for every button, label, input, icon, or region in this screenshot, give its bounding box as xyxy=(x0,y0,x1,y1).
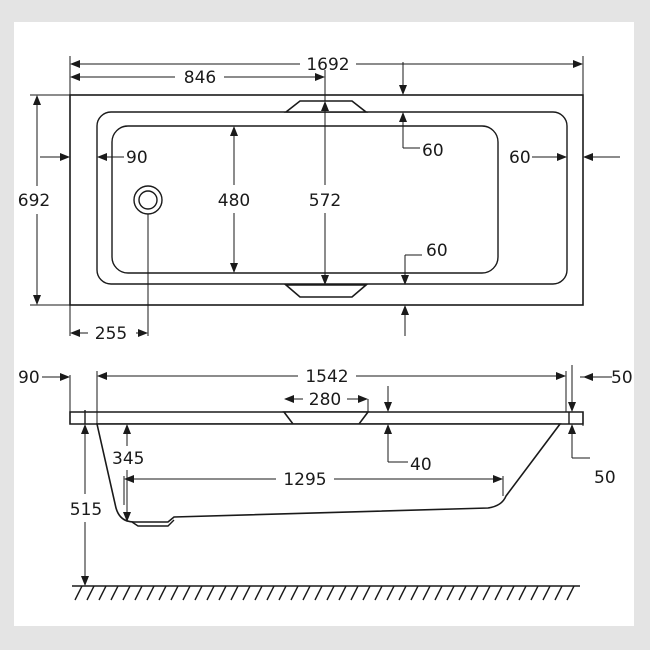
hatch-mark xyxy=(422,586,431,601)
hatch-mark xyxy=(266,586,275,601)
hatch-mark xyxy=(182,586,191,601)
dim-overall-length: 1692 xyxy=(306,55,349,75)
hatch-mark xyxy=(194,586,203,601)
handle-top xyxy=(283,100,369,113)
side-view: 90 1542 50 280 40 50 345 xyxy=(18,365,633,601)
hatch-mark xyxy=(362,586,371,601)
hatch-mark xyxy=(374,586,383,601)
hatch-mark xyxy=(386,586,395,601)
hatch-mark xyxy=(122,586,131,601)
dim-end-wall: 60 xyxy=(509,148,531,168)
hatch-mark xyxy=(566,586,575,601)
hatch-mark xyxy=(338,586,347,601)
hatch-mark xyxy=(530,586,539,601)
hatch-mark xyxy=(482,586,491,601)
hatch-mark xyxy=(134,586,143,601)
dim-inner-depth: 345 xyxy=(112,449,144,469)
hatch-mark xyxy=(110,586,119,601)
hatch-mark xyxy=(434,586,443,601)
hatch-mark xyxy=(326,586,335,601)
dim-rim-right: 50 xyxy=(611,368,633,388)
hatch-mark xyxy=(494,586,503,601)
side-foot xyxy=(131,519,175,527)
hatch-mark xyxy=(554,586,563,601)
hatch-mark xyxy=(410,586,419,601)
hatch-mark xyxy=(314,586,323,601)
dim-floor-length: 1295 xyxy=(283,470,326,490)
dim-rim-left: 90 xyxy=(18,368,40,388)
hatch-mark xyxy=(470,586,479,601)
hatch-mark xyxy=(518,586,527,601)
hatch-mark xyxy=(242,586,251,601)
hatch-mark xyxy=(98,586,107,601)
dim-inner-length: 1542 xyxy=(305,367,348,387)
handle-bottom xyxy=(283,284,369,298)
dim-overall-height: 515 xyxy=(70,500,102,520)
hatch-mark xyxy=(254,586,263,601)
dim-handle-length: 280 xyxy=(309,390,341,410)
ground-hatch xyxy=(72,585,580,601)
hatch-mark xyxy=(398,586,407,601)
hatch-mark xyxy=(86,586,95,601)
hatch-mark xyxy=(206,586,215,601)
dim-half-length: 846 xyxy=(184,68,216,88)
hatch-mark xyxy=(278,586,287,601)
dim-top-wall: 60 xyxy=(422,141,444,161)
dim-overall-width: 692 xyxy=(18,191,50,211)
hatch-mark xyxy=(74,586,83,601)
dim-inner-width: 480 xyxy=(218,191,250,211)
side-body xyxy=(95,423,562,523)
hatch-mark xyxy=(350,586,359,601)
dim-left-wall: 90 xyxy=(126,148,148,168)
dim-bottom-wall: 60 xyxy=(426,241,448,261)
hatch-mark xyxy=(290,586,299,601)
hatch-mark xyxy=(542,586,551,601)
hatch-mark xyxy=(458,586,467,601)
hatch-mark xyxy=(302,586,311,601)
hatch-mark xyxy=(158,586,167,601)
dim-width-at-handles: 572 xyxy=(309,191,341,211)
hatch-mark xyxy=(218,586,227,601)
hatch-mark xyxy=(146,586,155,601)
hatch-mark xyxy=(170,586,179,601)
hatch-mark xyxy=(230,586,239,601)
side-handle xyxy=(282,411,370,425)
dim-handle-depth: 40 xyxy=(410,455,432,475)
tub-basin xyxy=(111,125,499,274)
hatch-mark xyxy=(506,586,515,601)
dim-rim-right-height: 50 xyxy=(594,468,616,488)
top-view: 1692 846 692 90 480 572 60 60 xyxy=(18,55,620,344)
dim-drain-offset: 255 xyxy=(95,324,127,344)
hatch-mark xyxy=(446,586,455,601)
